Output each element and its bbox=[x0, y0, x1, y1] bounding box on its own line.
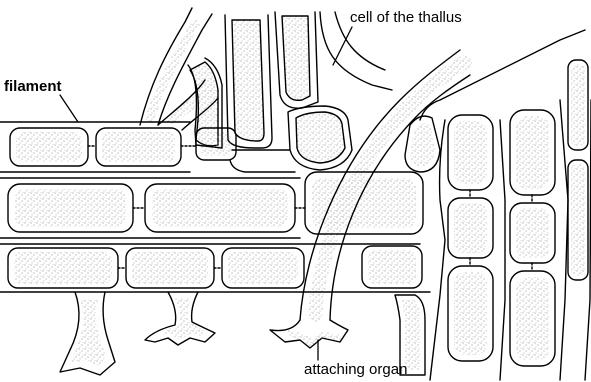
cell-of-thallus-label: cell of the thallus bbox=[350, 10, 462, 25]
attaching-organ-left bbox=[60, 292, 115, 375]
attaching-organ-label: attaching organ bbox=[304, 362, 407, 377]
attaching-organ-middle bbox=[145, 292, 215, 345]
filament-label: filament bbox=[4, 79, 62, 94]
filament-row-1 bbox=[0, 122, 236, 172]
filament-row-3 bbox=[0, 244, 430, 292]
filament-leader bbox=[60, 95, 78, 122]
